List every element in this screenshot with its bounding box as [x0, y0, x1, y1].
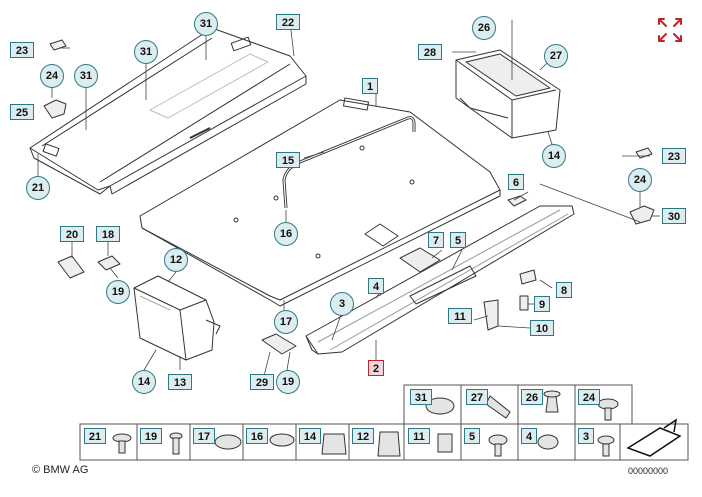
callout-26a[interactable]: 26: [472, 16, 496, 40]
copyright-text: © BMW AG: [32, 464, 89, 476]
callout-27a[interactable]: 27: [544, 44, 568, 68]
callout-24b[interactable]: 24: [628, 168, 652, 192]
callout-7[interactable]: 7: [428, 232, 444, 248]
small-parts: [43, 39, 655, 355]
fastener-label-12[interactable]: 12: [352, 428, 374, 444]
diagram-code: 00000000: [628, 466, 669, 476]
leader-lines: [37, 20, 660, 377]
expand-arrows-icon[interactable]: [656, 16, 684, 44]
callout-31a[interactable]: 31: [74, 64, 98, 88]
fastener-label-31[interactable]: 31: [410, 389, 432, 405]
callout-4[interactable]: 4: [368, 278, 384, 294]
callout-19b[interactable]: 19: [276, 370, 300, 394]
callout-28[interactable]: 28: [418, 44, 442, 60]
handle-strap: [282, 116, 416, 209]
fastener-label-4[interactable]: 4: [521, 428, 537, 444]
callout-21a[interactable]: 21: [26, 176, 50, 200]
fastener-table: [79, 384, 689, 461]
loading-sill-trim: [305, 205, 575, 355]
fastener-label-17[interactable]: 17: [193, 428, 215, 444]
callout-20[interactable]: 20: [60, 226, 84, 242]
callout-23a[interactable]: 23: [10, 42, 34, 58]
callout-11[interactable]: 11: [448, 308, 472, 324]
fastener-label-14[interactable]: 14: [299, 428, 321, 444]
callout-10[interactable]: 10: [530, 320, 554, 336]
callout-25[interactable]: 25: [10, 104, 34, 120]
callout-1[interactable]: 1: [362, 78, 378, 94]
callout-18[interactable]: 18: [96, 226, 120, 242]
fastener-label-5[interactable]: 5: [464, 428, 480, 444]
callout-30[interactable]: 30: [662, 208, 686, 224]
callout-19a[interactable]: 19: [106, 280, 130, 304]
callout-13[interactable]: 13: [168, 374, 192, 390]
callout-8[interactable]: 8: [556, 282, 572, 298]
fastener-label-26[interactable]: 26: [521, 389, 543, 405]
callout-17[interactable]: 17: [274, 310, 298, 334]
callout-31c[interactable]: 31: [194, 12, 218, 36]
fastener-label-24[interactable]: 24: [578, 389, 600, 405]
callout-31b[interactable]: 31: [134, 40, 158, 64]
floor-panel: [139, 97, 501, 307]
callout-15[interactable]: 15: [276, 152, 300, 168]
callout-23b[interactable]: 23: [662, 148, 686, 164]
callout-6[interactable]: 6: [508, 174, 524, 190]
fastener-label-11[interactable]: 11: [408, 428, 430, 444]
callout-2[interactable]: 2: [368, 360, 384, 376]
fastener-label-3[interactable]: 3: [578, 428, 594, 444]
callout-22[interactable]: 22: [276, 14, 300, 30]
callout-5[interactable]: 5: [450, 232, 466, 248]
fastener-label-19[interactable]: 19: [140, 428, 162, 444]
callout-14b[interactable]: 14: [132, 370, 156, 394]
fastener-label-27[interactable]: 27: [466, 389, 488, 405]
callout-29[interactable]: 29: [250, 374, 274, 390]
storage-box: [455, 49, 561, 139]
callout-9[interactable]: 9: [534, 296, 550, 312]
fastener-label-21[interactable]: 21: [84, 428, 106, 444]
callout-14a[interactable]: 14: [542, 144, 566, 168]
callout-16[interactable]: 16: [274, 222, 298, 246]
side-compartment: [133, 275, 221, 361]
fastener-label-16[interactable]: 16: [246, 428, 268, 444]
callout-24a[interactable]: 24: [40, 64, 64, 88]
callout-12[interactable]: 12: [164, 248, 188, 272]
callout-3[interactable]: 3: [330, 292, 354, 316]
